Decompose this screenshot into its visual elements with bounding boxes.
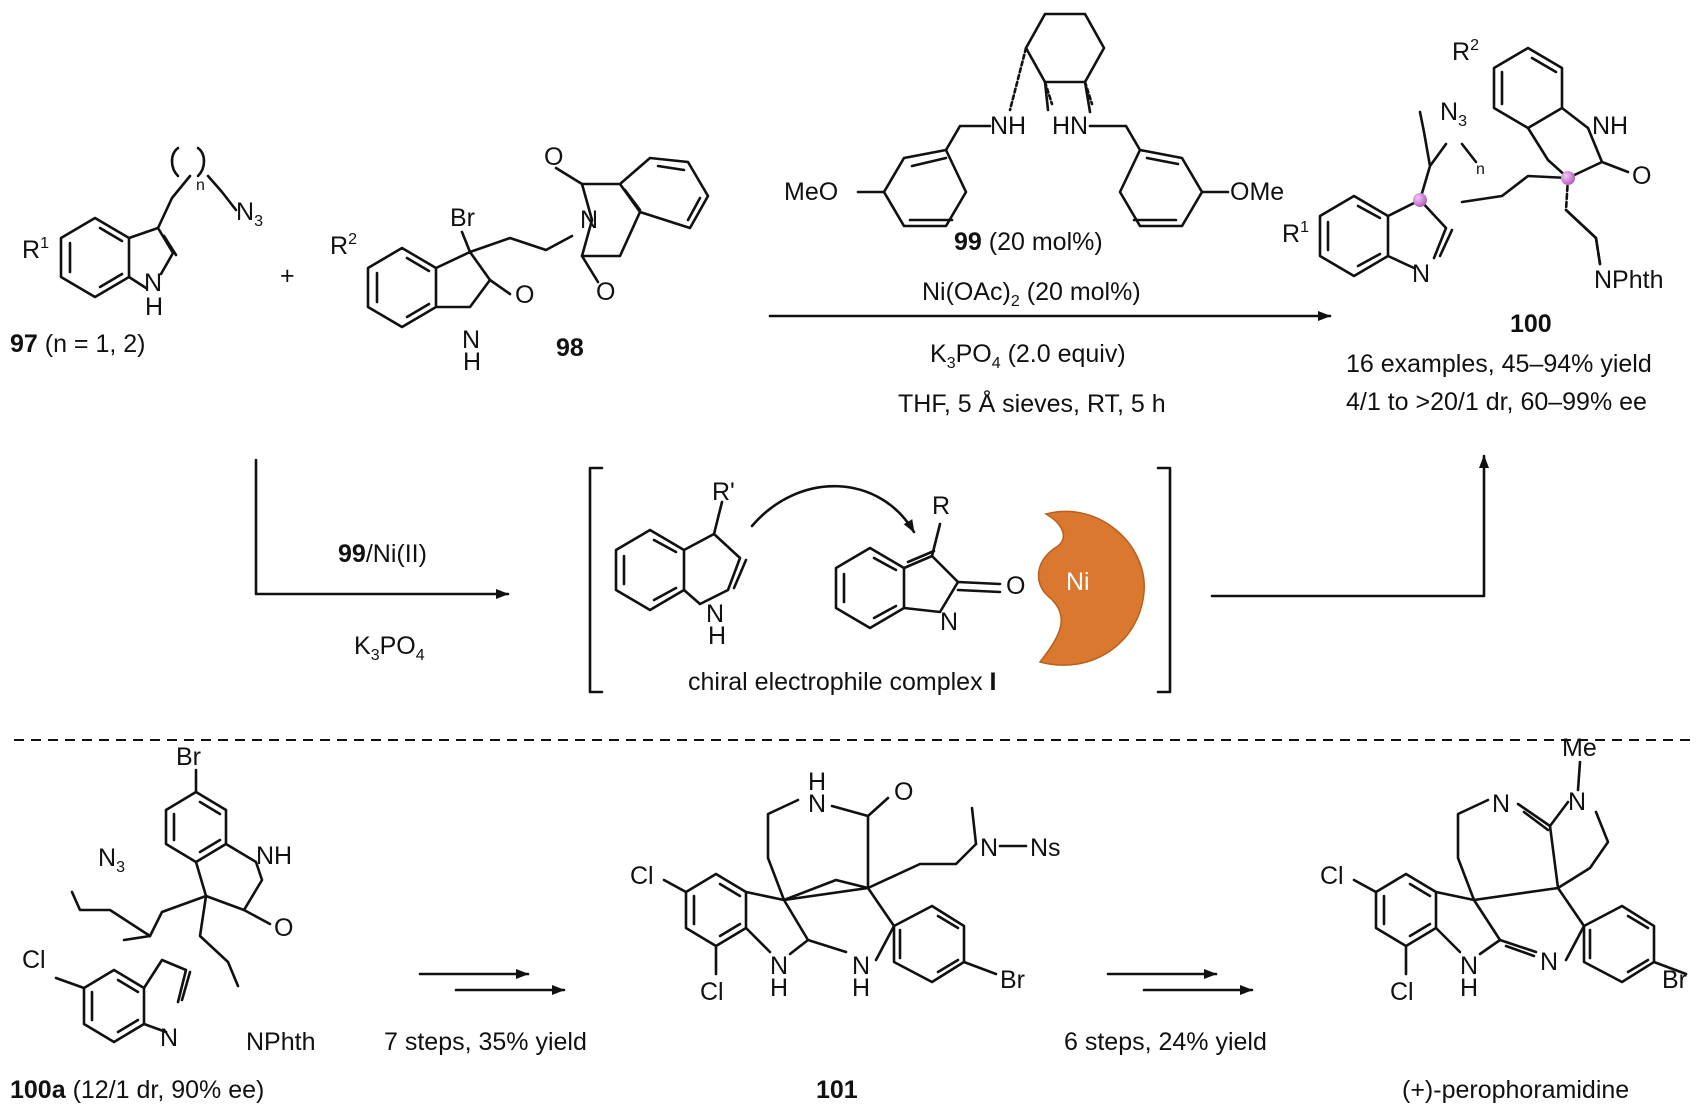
- bracket-right: [1156, 466, 1172, 694]
- atom-o: O: [894, 778, 913, 806]
- atom-n: N: [852, 952, 870, 980]
- hn-right-label: HN: [1052, 112, 1088, 140]
- nucleophilic-attack-arrow: [750, 484, 916, 534]
- step-2-label: 6 steps, 24% yield: [1064, 1028, 1267, 1056]
- nickel-catalyst-shape: [1037, 510, 1145, 666]
- atom-h: H: [463, 348, 481, 376]
- bromine-label: Br: [176, 743, 201, 771]
- perophoramidine-label: (+)-perophoramidine: [1402, 1076, 1629, 1104]
- compound-97-label: 97 (n = 1, 2): [10, 330, 146, 358]
- atom-n: N: [144, 269, 162, 297]
- n-subscript: n: [1476, 161, 1485, 178]
- bromine-label: Br: [450, 204, 475, 232]
- bromine-label: Br: [1000, 966, 1025, 994]
- atom-o: O: [1632, 162, 1651, 190]
- azide-label: N3: [98, 844, 125, 876]
- atom-o: O: [1006, 572, 1025, 600]
- nh-label: NH: [1592, 112, 1628, 140]
- compound-101-label: 101: [816, 1076, 858, 1104]
- electrophile-structure: [834, 522, 1002, 630]
- compound-97-structure: [59, 146, 238, 299]
- ns-label: Ns: [1030, 834, 1061, 862]
- atom-n: N: [770, 952, 788, 980]
- methoxy-right-label: OMe: [1230, 178, 1284, 206]
- stereocenter-dot: [1413, 193, 1427, 207]
- condition-solvent: THF, 5 Å sieves, RT, 5 h: [898, 388, 1166, 418]
- methyl-label: Me: [1562, 734, 1597, 762]
- product-100-label: 100: [1510, 310, 1552, 338]
- atom-o: O: [596, 278, 615, 306]
- condition-nickel: Ni(OAc)2 (20 mol%): [922, 278, 1141, 310]
- atom-n: N: [580, 206, 598, 234]
- atom-o: O: [515, 281, 534, 309]
- stereocenter-dot: [1561, 171, 1575, 185]
- nh-label: NH: [256, 842, 292, 870]
- product-100-selectivity: 4/1 to >20/1 dr, 60–99% ee: [1346, 388, 1647, 416]
- condition-base: K3PO4 (2.0 equiv): [930, 340, 1126, 372]
- plus-sign: +: [280, 262, 295, 290]
- nphth-label: NPhth: [246, 1028, 315, 1056]
- atom-n: N: [1412, 260, 1430, 288]
- chlorine-label: Cl: [630, 862, 654, 890]
- nickel-label: Ni: [1066, 568, 1090, 596]
- atom-n: N: [462, 326, 480, 354]
- chlorine-label: Cl: [22, 946, 46, 974]
- condition-catalyst: 99 (20 mol%): [954, 228, 1103, 256]
- atom-n: N: [808, 790, 826, 818]
- compound-98-structure: [366, 156, 710, 329]
- r-label: R: [932, 492, 950, 520]
- compound-100a-structure: [54, 768, 272, 1044]
- atom-h: H: [808, 768, 826, 796]
- condition-catalyst-nickel: 99/Ni(II): [338, 540, 427, 568]
- atom-n: N: [1540, 948, 1558, 976]
- condition-base: K3PO4: [354, 632, 425, 664]
- perophoramidine-structure: [1352, 760, 1688, 984]
- lower-arrow-right: [1210, 454, 1489, 598]
- atom-o: O: [544, 143, 563, 171]
- nphth-label: NPhth: [1594, 266, 1663, 294]
- atom-n: N: [1492, 790, 1510, 818]
- r1-label: R1: [1282, 219, 1309, 248]
- atom-h: H: [1460, 974, 1478, 1002]
- compound-101-structure: [662, 796, 1028, 984]
- atom-o: O: [274, 914, 293, 942]
- compound-100a-label: 100a (12/1 dr, 90% ee): [10, 1076, 264, 1104]
- chlorine-label: Cl: [1390, 978, 1414, 1006]
- atom-n: N: [1460, 952, 1478, 980]
- compound-98-label: 98: [556, 334, 584, 362]
- lower-arrow-left: [254, 458, 510, 599]
- r2-label: R2: [330, 231, 357, 260]
- nh-left-label: NH: [990, 112, 1026, 140]
- r1-label: R1: [22, 235, 49, 264]
- atom-n: N: [980, 834, 998, 862]
- bromine-label: Br: [1662, 966, 1687, 994]
- product-100-structure: [1318, 46, 1630, 278]
- indole-nucleophile-structure: [614, 500, 748, 612]
- catalyst-99-structure: [856, 12, 1230, 228]
- chlorine-label: Cl: [700, 978, 724, 1006]
- chlorine-label: Cl: [1320, 862, 1344, 890]
- product-100-scope: 16 examples, 45–94% yield: [1346, 350, 1652, 378]
- atom-n: N: [1568, 788, 1586, 816]
- atom-h: H: [852, 974, 870, 1002]
- r-prime-label: R': [712, 478, 735, 506]
- atom-h: H: [708, 622, 726, 650]
- atom-h: H: [145, 293, 163, 321]
- atom-n: N: [940, 608, 958, 636]
- atom-h: H: [770, 974, 788, 1002]
- azide-label: N3: [236, 198, 263, 230]
- intermediate-caption: chiral electrophile complex I: [688, 668, 996, 696]
- atom-n: N: [706, 600, 724, 628]
- methoxy-left-label: MeO: [784, 178, 838, 206]
- bracket-left: [588, 466, 604, 694]
- azide-label: N3: [1440, 98, 1467, 130]
- step-1-label: 7 steps, 35% yield: [384, 1028, 587, 1056]
- r2-label: R2: [1452, 37, 1479, 66]
- atom-n: N: [160, 1024, 178, 1052]
- n-subscript: n: [196, 177, 205, 194]
